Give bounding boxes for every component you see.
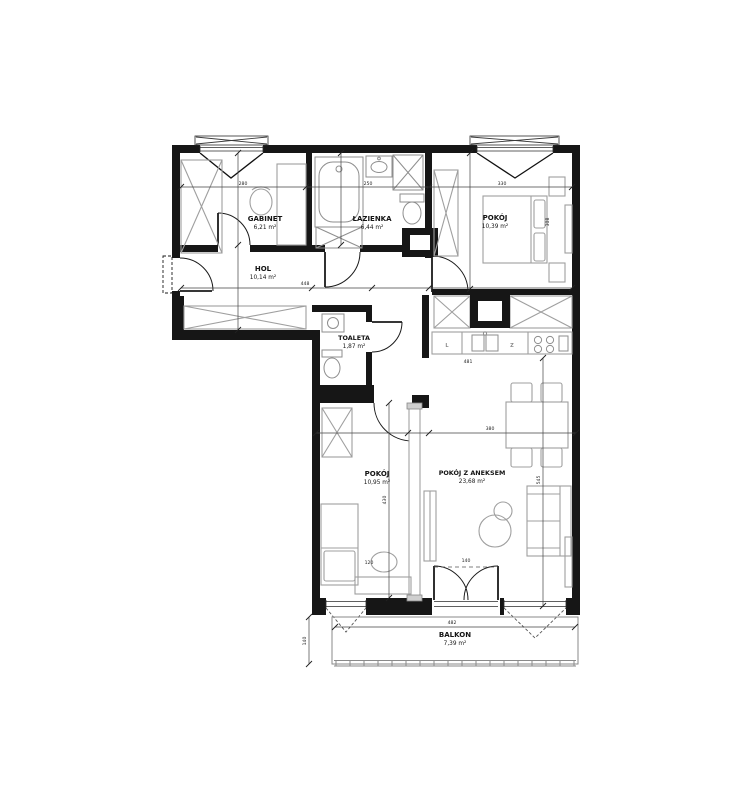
dim-hall-width: 448 — [301, 281, 310, 287]
dimension-lines: 280 250 330 308 448 481 380 545 430 120 … — [177, 149, 580, 668]
dim-kitchen-width: 481 — [464, 359, 473, 365]
balcony — [331, 616, 579, 667]
bedroom2-radiator — [564, 204, 573, 254]
dim-balcony-width: 482 — [448, 620, 457, 626]
dining-table — [505, 401, 569, 449]
room-label-pokoj-lower: POKÓJ 10,95 m² — [364, 469, 390, 486]
room-label-toaleta: TOALETA 1,87 m² — [338, 334, 370, 350]
room-name: POKÓJ Z ANEKSEM — [439, 468, 506, 477]
dim-bedroom-depth: 430 — [382, 496, 388, 505]
room-name: TOALETA — [338, 334, 370, 342]
room-area: 7,39 m² — [444, 640, 467, 647]
room-label-pokoj-top: POKÓJ 10,39 m² — [482, 213, 508, 230]
bathroom-shaft — [402, 228, 438, 257]
washing-machine-icon — [315, 226, 363, 249]
double-bed — [482, 195, 548, 264]
bedroom2-window — [469, 135, 560, 179]
bedroom-window — [325, 600, 367, 633]
room-area: 6,44 m² — [361, 224, 384, 231]
room-name: BALKON — [439, 631, 471, 639]
dining-chairs — [510, 382, 563, 468]
bedroom-chair — [370, 551, 398, 573]
room-label-lazienka: ŁAZIENKA 6,44 m² — [351, 215, 392, 231]
exterior-walls — [172, 145, 580, 615]
hall-wardrobe-icon — [183, 305, 307, 330]
kitchen-counter: L Z — [431, 331, 573, 355]
kitchen-sink-icon — [471, 331, 499, 352]
dim-balcony-door-width: 140 — [462, 558, 471, 564]
room-area: 10,39 m² — [482, 223, 508, 230]
nightstands — [548, 176, 566, 283]
room-label-gabinet: GABINET 6,21 m² — [248, 215, 283, 231]
gabinet-door — [217, 212, 251, 246]
bedroom-wardrobe-icon — [321, 407, 353, 458]
stove-icon — [533, 335, 569, 354]
wc-icon — [399, 193, 425, 225]
dim-living-depth: 545 — [536, 476, 542, 485]
sliding-partition — [406, 402, 423, 602]
room-label-balkon: BALKON 7,39 m² — [439, 631, 471, 647]
toilet-washbasin-icon — [321, 313, 345, 333]
toilet-wc-icon — [321, 349, 343, 379]
bedroom-bed — [320, 503, 359, 586]
balcony-door — [433, 565, 499, 607]
dim-bedroom2-width: 330 — [498, 181, 507, 187]
washbasin-icon — [365, 155, 393, 178]
sofa — [526, 485, 572, 557]
entrance-door — [162, 255, 214, 294]
interior-walls — [180, 145, 572, 408]
dim-balcony-depth: 140 — [302, 637, 308, 646]
fridge-label: L — [445, 343, 449, 349]
shower-icon — [392, 154, 424, 191]
room-name: POKÓJ — [483, 213, 508, 222]
coffee-table — [478, 501, 513, 548]
dim-gabinet-width: 280 — [239, 181, 248, 187]
room-area: 23,68 m² — [459, 478, 485, 485]
room-area: 1,87 m² — [343, 343, 366, 350]
bedroom2-door — [431, 255, 469, 293]
room-label-pokoj-z-aneksem: POKÓJ Z ANEKSEM 23,68 m² — [439, 468, 506, 485]
room-area: 6,21 m² — [254, 224, 277, 231]
gabinet-desk — [276, 163, 307, 246]
living-window — [503, 600, 567, 639]
bathroom-door — [324, 251, 361, 288]
room-area: 10,95 m² — [364, 479, 390, 486]
room-area: 10,14 m² — [250, 274, 276, 281]
dim-desk-width: 120 — [365, 560, 374, 566]
tv-cabinet — [423, 490, 437, 562]
room-name: HOL — [255, 265, 272, 273]
room-label-hol: HOL 10,14 m² — [250, 265, 276, 281]
gabinet-chair — [249, 186, 273, 216]
gabinet-window — [194, 135, 269, 179]
gabinet-wardrobe-icon — [180, 159, 223, 254]
dishwasher-label: Z — [510, 343, 514, 349]
room-name: POKÓJ — [365, 469, 390, 478]
bedroom-desk — [354, 576, 412, 595]
dim-living-width: 380 — [486, 426, 495, 432]
dim-bathroom-width: 250 — [364, 181, 373, 187]
room-name: ŁAZIENKA — [351, 215, 392, 223]
living-radiator — [564, 536, 573, 588]
dim-bedroom2-depth: 308 — [545, 218, 551, 227]
bedroom2-wardrobe-icon — [433, 169, 459, 257]
toilet-door — [371, 321, 403, 353]
kitchen-shaft — [470, 294, 510, 328]
room-name: GABINET — [248, 215, 283, 223]
